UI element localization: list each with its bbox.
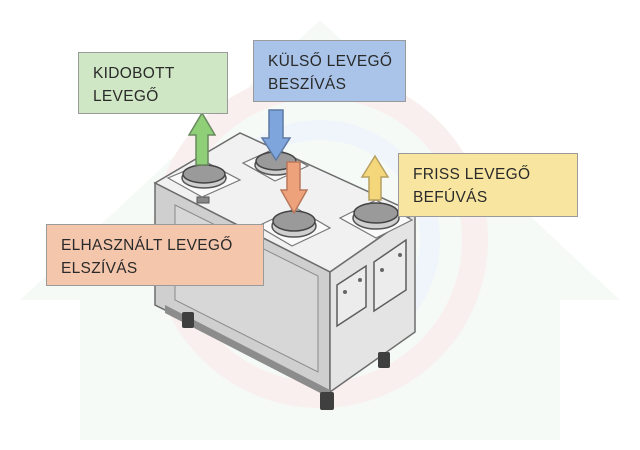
label-supply-line1: FRISS LEVEGŐ — [413, 166, 531, 183]
label-supply-line2: BEFÚVÁS — [413, 189, 488, 206]
label-extract-line2: ELSZÍVÁS — [61, 260, 138, 277]
label-outdoor-air-intake: KÜLSŐ LEVEGŐ BESZÍVÁS — [253, 40, 406, 102]
duct-collar-supply — [338, 199, 414, 239]
duct-collar-extract — [256, 207, 332, 247]
label-extract-air: ELHASZNÁLT LEVEGŐ ELSZÍVÁS — [46, 224, 264, 286]
label-extract-line1: ELHASZNÁLT LEVEGŐ — [61, 237, 233, 254]
exhaust-arrow-up — [187, 111, 217, 166]
supply-arrow-up — [360, 154, 390, 201]
duct-collar-exhaust — [166, 161, 242, 198]
extract-arrow-down — [279, 161, 309, 215]
outdoor-arrow-down — [260, 109, 292, 162]
label-outdoor-line1: KÜLSŐ LEVEGŐ — [268, 53, 393, 70]
label-exhaust-line2: LEVEGŐ — [93, 88, 159, 105]
label-exhaust-line1: KIDOBOTT — [93, 65, 175, 82]
label-supply-air: FRISS LEVEGŐ BEFÚVÁS — [398, 153, 578, 217]
label-outdoor-line2: BESZÍVÁS — [268, 76, 347, 93]
label-exhaust-air: KIDOBOTT LEVEGŐ — [78, 52, 228, 114]
